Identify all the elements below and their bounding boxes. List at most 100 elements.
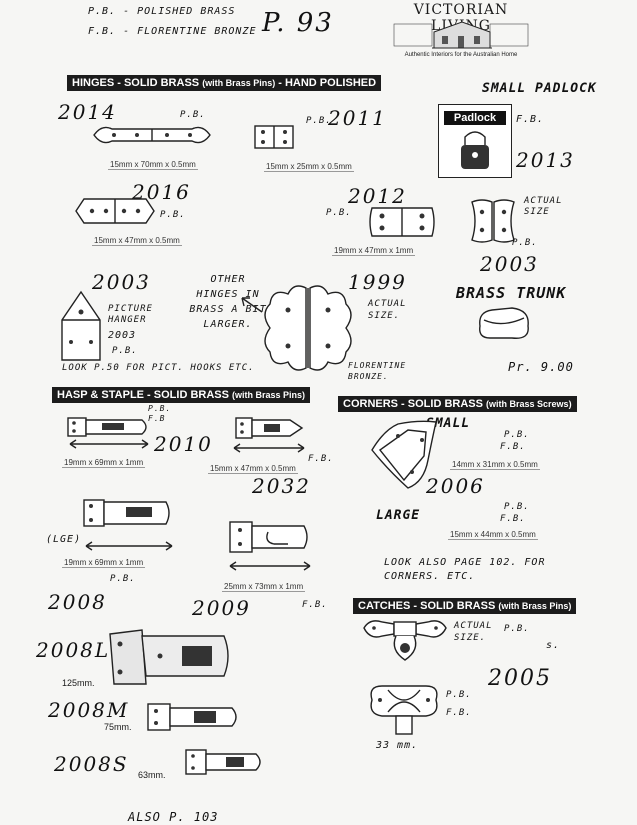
padlock-label: SMALL PADLOCK — [482, 81, 597, 96]
corners-note: LOOK ALSO PAGE 102. FOR CORNERS. ETC. — [384, 557, 546, 582]
hasp-2032-fin: F.B. — [308, 454, 334, 464]
hinge-2014-dim-text: 15mm x 70mm x 0.5mm — [108, 160, 198, 170]
hinge-2014-fin: P.B. — [180, 110, 206, 120]
logo: VICTORIAN LIVING Authentic Interiors for… — [392, 2, 530, 66]
corners-small-fin2: F.B. — [500, 442, 526, 452]
legend-pb: P.B. - POLISHED BRASS — [88, 6, 236, 17]
hasp-2008S-icon — [185, 749, 261, 775]
hasp-2008-icon — [83, 499, 170, 527]
picture-hanger-fin: P.B. — [112, 346, 138, 356]
catch-2-icon — [370, 685, 438, 735]
other-hinges-note: OTHER HINGES IN BRASS A BIT LARGER. — [189, 274, 267, 330]
hinge-2011-icon — [254, 125, 294, 149]
hinges-title: HINGES - SOLID BRASS — [72, 77, 200, 89]
corners-large-label: LARGE — [376, 508, 421, 523]
hasp-2008-dim-text: 19mm x 69mm x 1mm — [62, 558, 146, 568]
hasp-2009-dimension-arrow — [229, 561, 311, 571]
hasp-2010-dimension-arrow — [69, 439, 149, 449]
hinge-2016-dim: 15mm x 47mm x 0.5mm — [92, 236, 182, 246]
padlock-icon — [461, 131, 489, 169]
corners-small-fin1: P.B. — [504, 430, 530, 440]
hinges-sub: (with Brass Pins) — [202, 78, 276, 88]
hasp-2010-fin: P.B. F.B — [148, 404, 172, 423]
picture-hanger-icon — [61, 290, 101, 361]
hasp-2009-dim: 25mm x 73mm x 1mm — [222, 582, 306, 592]
hasp-2009-icon — [229, 521, 308, 553]
corners-code: 2006 — [426, 474, 485, 498]
catches-fin2b: F.B. — [446, 708, 472, 718]
hasp-2009-code: 2009 — [192, 596, 251, 620]
hasp-2009-fin: F.B. — [302, 600, 328, 610]
section-catches-banner: CATCHES - SOLID BRASS (with Brass Pins) — [353, 598, 577, 614]
hasp-2032-icon — [235, 417, 304, 439]
hasp-2008M-icon — [147, 703, 237, 731]
big-hinge-note: ACTUAL SIZE. — [368, 299, 407, 321]
hinges-suffix: - HAND POLISHED — [275, 77, 377, 89]
footer-note: ALSO P. 103 — [128, 810, 219, 824]
brass-trunk-icon — [479, 307, 529, 339]
corners-large-fin1: P.B. — [504, 502, 530, 512]
hasp-2008L-icon — [109, 629, 229, 685]
hinge-2016-fin: P.B. — [160, 210, 186, 220]
legend-fb: F.B. - FLORENTINE BRONZE — [88, 26, 257, 37]
hasp-2010-dim-text: 19mm x 69mm x 1mm — [62, 458, 146, 468]
hinge-2014-icon — [93, 126, 211, 144]
hinge-2011-code: 2011 — [328, 106, 387, 130]
padlock-box: Padlock — [438, 104, 512, 178]
catches-dim: 33 mm. — [376, 740, 419, 751]
arrow-icon — [241, 297, 263, 313]
brass-trunk-label: BRASS TRUNK — [456, 284, 567, 302]
hinge-2016-icon — [75, 198, 155, 224]
corners-large-dim-text: 15mm x 44mm x 0.5mm — [448, 530, 538, 540]
catch-icon — [363, 620, 447, 661]
catches-fin: P.B. — [504, 624, 530, 634]
hasp-2032-dimension-arrow — [233, 443, 305, 453]
hinge-2014-code: 2014 — [58, 100, 117, 124]
hinge-2012-dim: 19mm x 47mm x 1mm — [332, 246, 416, 256]
catches-note: ACTUAL SIZE. — [454, 621, 493, 643]
hasp-2008S-dim: 63mm. — [138, 770, 166, 780]
big-hinge-icon — [264, 285, 352, 371]
hasp-2008S-code: 2008S — [54, 752, 129, 776]
hinge-2003-icon — [471, 199, 515, 243]
picture-hanger-sub: 2003 — [108, 330, 137, 341]
corners-title: CORNERS - SOLID BRASS — [343, 398, 483, 410]
corners-large-dim: 15mm x 44mm x 0.5mm — [448, 530, 538, 540]
corners-sub: (with Brass Screws) — [486, 399, 572, 409]
hinge-2012-dim-text: 19mm x 47mm x 1mm — [332, 246, 416, 256]
hinge-2011-fin: P.B. — [306, 116, 332, 126]
section-corners-banner: CORNERS - SOLID BRASS (with Brass Screws… — [338, 396, 577, 412]
hinge-2012-icon — [369, 207, 435, 237]
house-logo-icon — [393, 21, 529, 49]
hinge-2016-dim-text: 15mm x 47mm x 0.5mm — [92, 236, 182, 246]
hasp-2032-dim: 15mm x 47mm x 0.5mm — [208, 464, 298, 474]
catches-sub: (with Brass Pins) — [498, 601, 572, 611]
corner-icon — [371, 420, 437, 489]
hasp-2008-dim: 19mm x 69mm x 1mm — [62, 558, 146, 568]
hinge-2003-note: ACTUAL SIZE — [524, 196, 563, 217]
big-hinge-fin: FLORENTINE BRONZE. — [348, 361, 407, 381]
hasp-2010-code: 2010 — [154, 432, 213, 456]
catches-code: 2005 — [488, 666, 552, 691]
hasp-title: HASP & STAPLE - SOLID BRASS — [57, 389, 229, 401]
corners-large-fin2: F.B. — [500, 514, 526, 524]
picture-hanger-code: 2003 — [92, 270, 151, 294]
picture-hanger-note: LOOK P.50 FOR PICT. HOOKS ETC. — [62, 363, 255, 373]
catches-fin2a: P.B. — [446, 690, 472, 700]
hasp-2009-dim-text: 25mm x 73mm x 1mm — [222, 582, 306, 592]
hinge-2011-dim: 15mm x 25mm x 0.5mm — [264, 162, 354, 172]
hasp-2010-icon — [67, 417, 147, 437]
hasp-2008M-code: 2008M — [48, 698, 130, 722]
picture-hanger-label: PICTURE HANGER — [108, 304, 153, 325]
corners-small-dim-text: 14mm x 31mm x 0.5mm — [450, 460, 540, 470]
hinge-2014-dim: 15mm x 70mm x 0.5mm — [108, 160, 198, 170]
hasp-2032-code: 2032 — [252, 474, 311, 498]
padlock-fin: F.B. — [516, 114, 545, 125]
hasp-sub: (with Brass Pins) — [232, 390, 306, 400]
hinge-2012-fin: P.B. — [326, 208, 352, 218]
hinge-2011-dim-text: 15mm x 25mm x 0.5mm — [264, 162, 354, 172]
hasp-2008M-dim: 75mm. — [104, 722, 132, 732]
hasp-2008L-dim: 125mm. — [62, 678, 95, 688]
hinge-2003-code: 2003 — [480, 252, 539, 276]
padlock-box-label: Padlock — [444, 111, 506, 125]
